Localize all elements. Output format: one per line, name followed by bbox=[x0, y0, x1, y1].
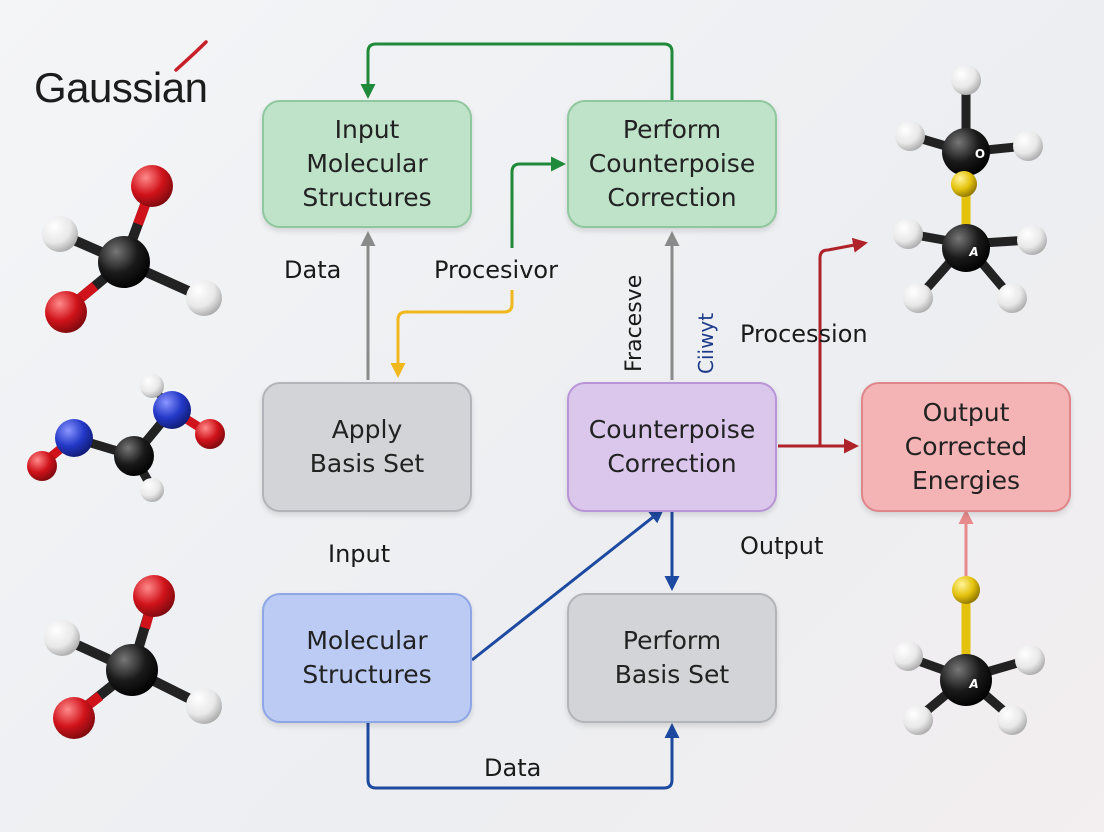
node-label: Input Molecular Structures bbox=[302, 115, 432, 212]
atom-carbon bbox=[114, 436, 154, 476]
atom-oxygen bbox=[195, 419, 225, 449]
edge-label-procession: Procession bbox=[740, 320, 868, 348]
atom-hydrogen bbox=[1017, 225, 1047, 255]
node-label: Molecular Structures bbox=[302, 626, 432, 689]
node-label: Counterpoise Correction bbox=[588, 415, 756, 478]
node-perform-counterpoise-correction[interactable]: Perform Counterpoise Correction bbox=[567, 100, 777, 228]
atom-nitrogen bbox=[55, 419, 93, 457]
atom-carbon bbox=[106, 644, 158, 696]
atom-oxygen bbox=[131, 165, 173, 207]
atom-oxygen bbox=[45, 291, 87, 333]
atom-oxygen bbox=[133, 575, 175, 617]
atom-sulfur bbox=[952, 576, 980, 604]
arrow-green-top-loop bbox=[360, 42, 674, 100]
node-input-molecular-structures[interactable]: Input Molecular Structures bbox=[262, 100, 472, 228]
edge-label-output: Output bbox=[740, 532, 824, 560]
arrow-yellow-procesivor bbox=[390, 290, 514, 378]
arrow-red-procession bbox=[818, 237, 868, 446]
atom-hydrogen bbox=[903, 705, 933, 735]
node-label: Perform Basis Set bbox=[614, 626, 730, 689]
atom-label-a: A bbox=[968, 245, 978, 259]
arrow-blue-diagonal bbox=[471, 508, 665, 662]
arrow-blue-bottom bbox=[366, 722, 680, 790]
edge-label-procesivor: Procesivor bbox=[434, 256, 558, 284]
arrows bbox=[360, 42, 974, 790]
atom-hydrogen bbox=[42, 216, 78, 252]
atom-hydrogen bbox=[1013, 131, 1043, 161]
edge-label-fracesve: Fracesve bbox=[622, 274, 647, 372]
atom-oxygen bbox=[27, 451, 57, 481]
atom-sulfur bbox=[951, 171, 977, 197]
atom-hydrogen bbox=[997, 283, 1027, 313]
atom-label-o: O bbox=[975, 147, 985, 161]
atom-carbon bbox=[98, 236, 150, 288]
atom-label-a: A bbox=[968, 677, 978, 691]
node-output-corrected-energies[interactable]: Output Corrected Energies bbox=[861, 382, 1071, 512]
atom-hydrogen bbox=[903, 283, 933, 313]
edge-label-data-bottom: Data bbox=[484, 754, 542, 782]
atom-hydrogen bbox=[1015, 645, 1045, 675]
molecule-left-top bbox=[42, 165, 222, 333]
molecule-right-bottom: A bbox=[893, 576, 1045, 735]
node-counterpoise-correction[interactable]: Counterpoise Correction bbox=[567, 382, 777, 512]
edge-label-data-left: Data bbox=[284, 256, 342, 284]
atom-hydrogen bbox=[140, 374, 164, 398]
atom-nitrogen bbox=[153, 391, 191, 429]
atom-hydrogen bbox=[44, 620, 80, 656]
edge-label-input: Input bbox=[328, 540, 391, 568]
node-apply-basis-set[interactable]: Apply Basis Set bbox=[262, 382, 472, 512]
atom-carbon bbox=[942, 128, 990, 176]
atom-hydrogen bbox=[895, 121, 925, 151]
node-label: Perform Counterpoise Correction bbox=[588, 115, 756, 212]
atom-hydrogen bbox=[893, 219, 923, 249]
atom-hydrogen bbox=[951, 65, 981, 95]
logo-accent-swoosh bbox=[174, 40, 208, 72]
atom-hydrogen bbox=[997, 705, 1027, 735]
node-molecular-structures[interactable]: Molecular Structures bbox=[262, 593, 472, 723]
atom-carbon bbox=[942, 224, 990, 272]
atom-hydrogen bbox=[186, 280, 222, 316]
node-label: Apply Basis Set bbox=[309, 415, 425, 478]
arrow-green-procesivor bbox=[510, 156, 566, 248]
gaussian-logo: Gaussian bbox=[34, 64, 208, 111]
atom-carbon bbox=[940, 654, 992, 706]
node-label: Output Corrected Energies bbox=[904, 398, 1028, 495]
atom-hydrogen bbox=[186, 688, 222, 724]
atom-hydrogen bbox=[893, 641, 923, 671]
molecule-right-top: O A bbox=[893, 65, 1047, 313]
molecule-left-bottom bbox=[44, 575, 222, 739]
edge-label-ciiwyt: Ciiwyt bbox=[694, 312, 718, 374]
node-perform-basis-set[interactable]: Perform Basis Set bbox=[567, 593, 777, 723]
molecule-left-middle bbox=[27, 374, 225, 502]
atom-hydrogen bbox=[140, 478, 164, 502]
atom-oxygen bbox=[53, 697, 95, 739]
